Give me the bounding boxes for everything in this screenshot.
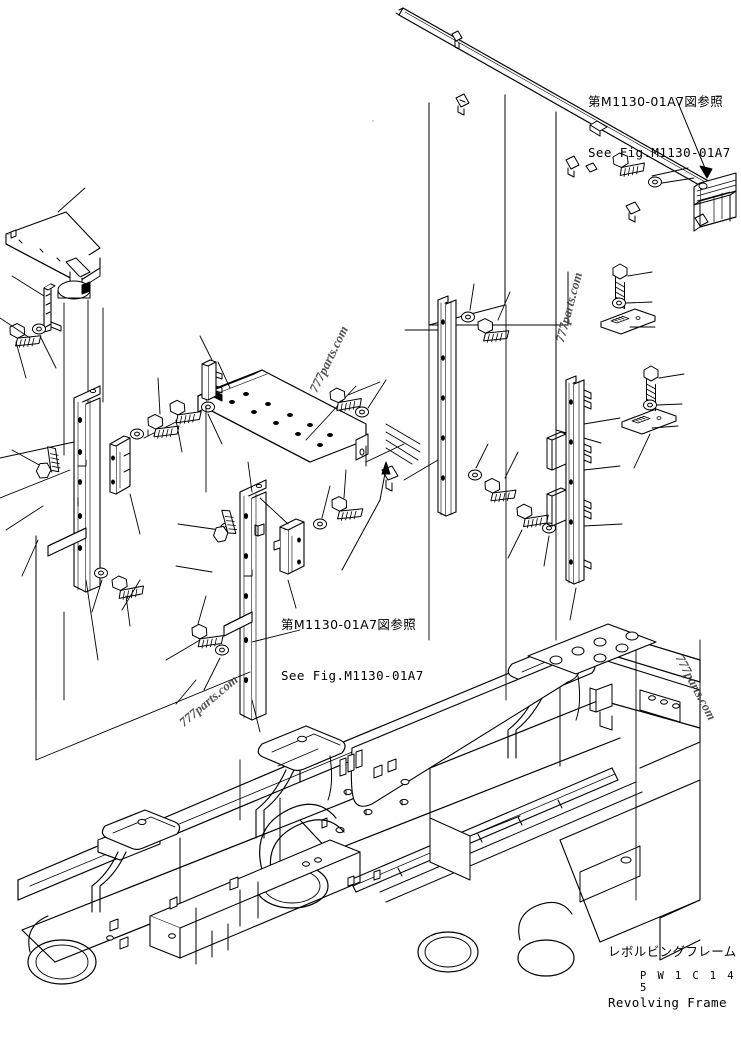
left-post-bolt-aux — [34, 445, 65, 483]
upper-left-clamp — [43, 283, 62, 333]
revolving-frame-caption-jp: レボルビングフレーム — [608, 944, 737, 959]
reference-drop-lines — [102, 304, 701, 901]
revolving-frame-caption-en: Revolving Frame — [608, 995, 727, 1010]
diagram-linework — [0, 7, 737, 985]
reference-note-center: 第M1130-01A7図参照 See Fig.M1130-01A7 — [281, 581, 424, 719]
right-washer-lower — [643, 399, 657, 411]
beam-hatch-lines — [385, 423, 421, 465]
center-vertical-post — [223, 479, 267, 721]
upper-left-washer — [32, 323, 46, 335]
frame-cover-box-1 — [101, 809, 181, 851]
reference-note-center-jp: 第M1130-01A7図参照 — [281, 617, 417, 632]
diagonal-top-rail — [395, 7, 715, 227]
frame-face-bosses — [106, 857, 381, 950]
upper-left-mounting-bracket — [5, 211, 101, 300]
left-vertical-post — [47, 385, 101, 593]
drawing-code: P W 1 C 1 4 5 — [640, 970, 736, 994]
frame-bolt-hole-plate — [527, 623, 657, 675]
center-post-washer-lower — [215, 644, 229, 656]
mid-rail-left-washer-lower — [468, 469, 482, 481]
diagonal-rail-clamp-3 — [565, 155, 598, 178]
reference-note-top-right-jp: 第M1130-01A7図参照 — [588, 94, 724, 109]
reference-note-top-right-en: See Fig.M1130-01A7 — [588, 145, 731, 160]
parts-diagram-sheet: 第M1130-01A7図参照 See Fig.M1130-01A7 第M1130… — [0, 7, 737, 1010]
right-washer-upper — [612, 297, 626, 309]
diagonal-rail-clamp-2 — [455, 93, 470, 116]
beam-right-washer — [355, 406, 369, 418]
right-clamp-plate-upper — [600, 308, 656, 335]
center-post-bracket — [273, 518, 305, 575]
center-cross-beam — [197, 369, 369, 467]
mid-rail-left-bolt-lower — [480, 476, 518, 507]
beam-left-washer — [201, 401, 215, 413]
right-end-block — [693, 172, 737, 232]
left-post-bolt-lower — [108, 574, 145, 603]
left-post-clamp-plate — [109, 435, 131, 495]
center-post-washer-mid — [313, 518, 327, 530]
frame-small-fittings — [321, 749, 410, 834]
reference-arrow-top-right — [675, 97, 713, 179]
left-post-bolt-upper — [143, 412, 181, 443]
frame-bore-small — [27, 915, 97, 985]
left-post-washer-lower — [94, 567, 108, 579]
mid-vertical-rail-right — [546, 375, 592, 585]
reference-note-top-right: 第M1130-01A7図参照 See Fig.M1130-01A7 — [588, 58, 731, 196]
reference-note-center-en: See Fig.M1130-01A7 — [281, 668, 424, 683]
mid-vertical-rail-left — [437, 295, 457, 517]
frame-stiffener-ladder — [349, 767, 643, 903]
beam-left-bolt — [165, 398, 203, 429]
mid-rail-left-washer-upper — [461, 311, 475, 323]
mid-rail-left-bolt-upper — [473, 316, 511, 348]
reference-arrow-center — [341, 461, 391, 571]
frame-bore-right — [417, 901, 575, 977]
revolving-frame-body — [17, 623, 701, 985]
diagonal-rail-clamp-1 — [451, 30, 463, 50]
beam-left-bracket — [201, 359, 223, 401]
center-post-bolt-mid — [327, 494, 365, 526]
right-clamp-plate-lower — [621, 408, 677, 435]
frame-cover-box-2 — [257, 725, 346, 772]
left-post-washer-upper — [130, 428, 144, 440]
